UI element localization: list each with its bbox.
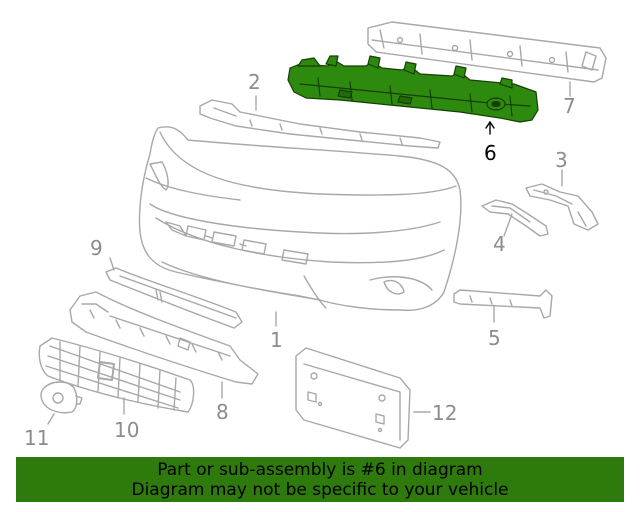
callout-7: 7 bbox=[563, 94, 576, 118]
part-12-license-bracket bbox=[295, 347, 411, 449]
part-1-bumper-fascia bbox=[138, 126, 462, 312]
callout-11: 11 bbox=[24, 426, 50, 450]
callout-6: 6 bbox=[484, 141, 497, 165]
part-10-lower-grille bbox=[38, 337, 195, 413]
callout-5: 5 bbox=[488, 326, 501, 350]
part-6-energy-absorber bbox=[287, 55, 539, 123]
callout-8: 8 bbox=[216, 400, 229, 424]
callout-9: 9 bbox=[90, 236, 103, 260]
part-7-reinforcement-beam bbox=[367, 21, 607, 83]
banner-line-part-info: Part or sub-assembly is #6 in diagram bbox=[157, 460, 483, 480]
leader-9 bbox=[109, 257, 115, 271]
callout-1: 1 bbox=[270, 328, 283, 352]
part-3-side-bracket bbox=[525, 183, 599, 231]
part-11-tow-hook-cover bbox=[40, 381, 83, 414]
part-2-upper-shield bbox=[199, 99, 441, 149]
callout-2: 2 bbox=[248, 70, 261, 94]
leader-11 bbox=[47, 413, 55, 425]
part-4-bracket bbox=[481, 199, 549, 237]
part-9-lower-molding bbox=[105, 267, 243, 329]
leader-6-arrow bbox=[485, 121, 495, 129]
banner-line-disclaimer: Diagram may not be specific to your vehi… bbox=[131, 480, 509, 500]
part-5-lower-bracket bbox=[453, 289, 553, 319]
callout-4: 4 bbox=[493, 232, 506, 256]
callout-10: 10 bbox=[114, 418, 140, 442]
callout-3: 3 bbox=[555, 148, 568, 172]
part-8-lower-grille-support bbox=[69, 291, 259, 385]
notice-banner: Part or sub-assembly is #6 in diagram Di… bbox=[16, 457, 624, 502]
leader-4 bbox=[503, 213, 513, 237]
callout-12: 12 bbox=[432, 401, 458, 425]
